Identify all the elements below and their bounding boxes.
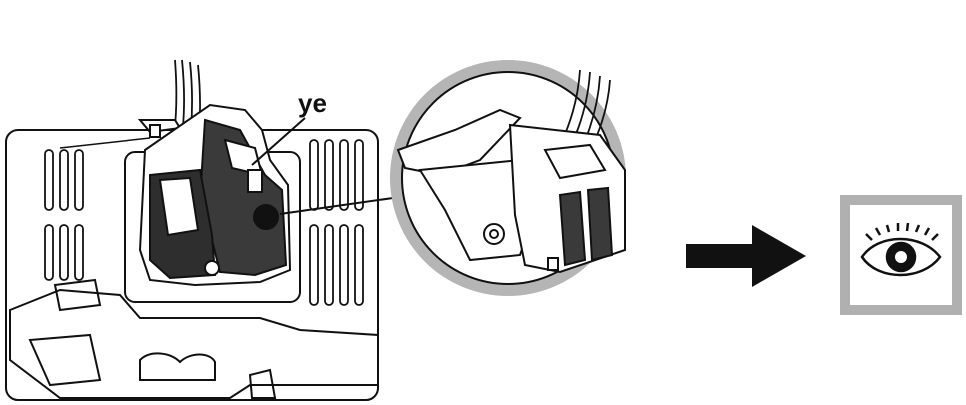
vent-slots-left <box>44 149 84 281</box>
cartridge-magnified-2 <box>586 186 614 262</box>
magnified-detail <box>390 60 626 296</box>
callout-label: ye <box>298 88 327 118</box>
vent-slots-right <box>309 139 364 306</box>
eye-panel <box>840 195 962 315</box>
print-carriage <box>59 59 292 287</box>
right-arrow-icon <box>686 225 806 287</box>
paper-tray <box>9 288 379 399</box>
cartridge-magnified-1 <box>558 190 587 267</box>
eye-icon <box>860 222 942 277</box>
ye-indicator-dot <box>253 204 279 230</box>
callout: ye <box>251 88 401 215</box>
